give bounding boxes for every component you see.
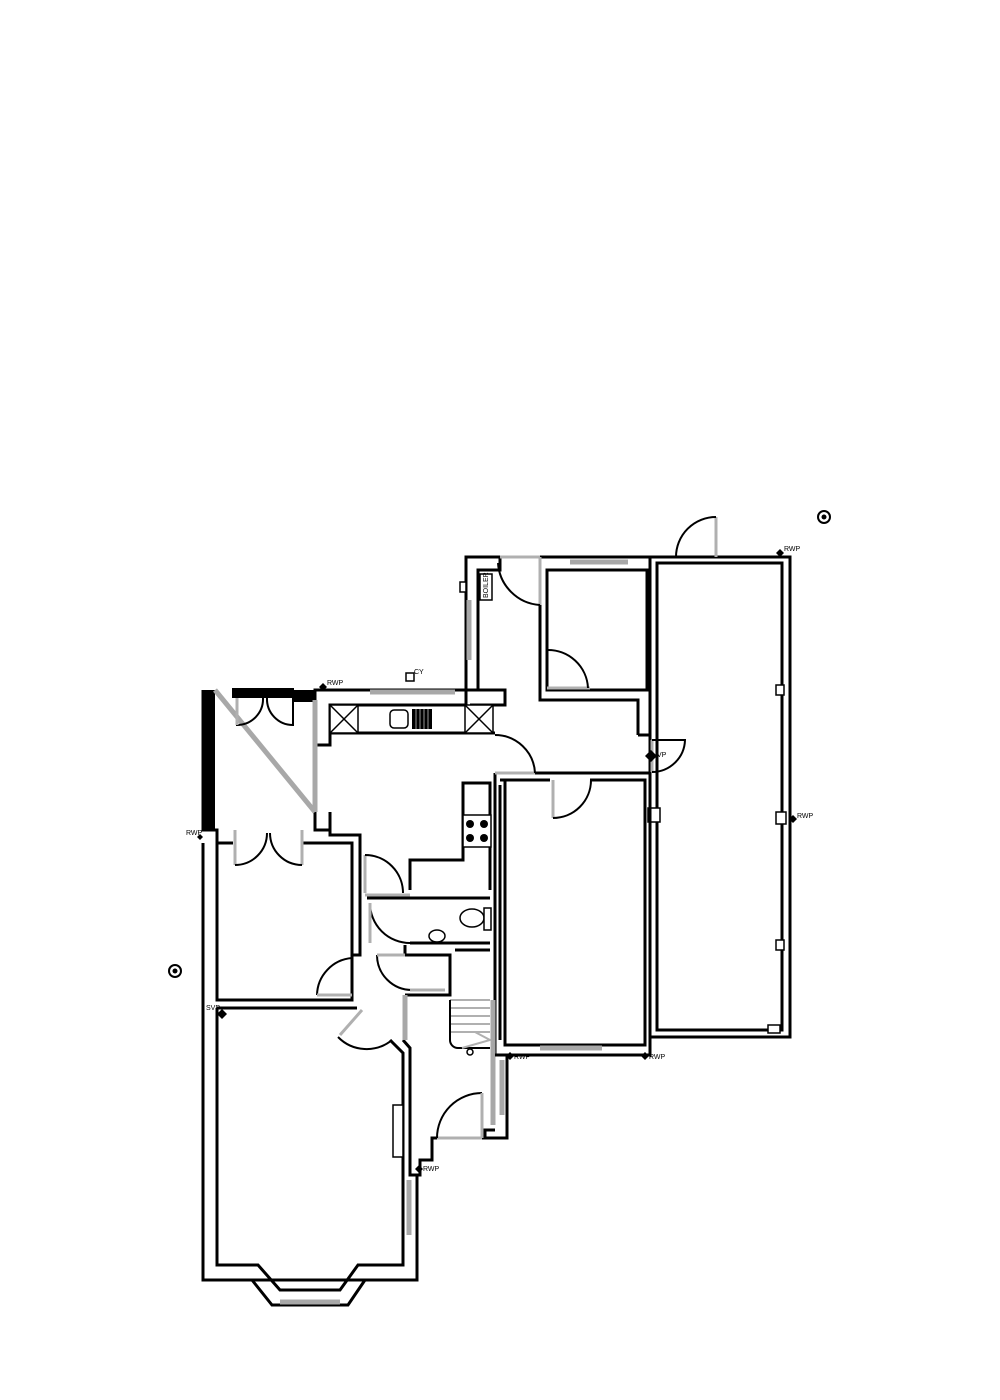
dining-room: [201, 841, 419, 1282]
svg-text:RWP: RWP: [797, 813, 814, 820]
rwp-top-right: RWP: [776, 546, 801, 557]
kitchen-units: [329, 704, 494, 734]
svg-text:RWP: RWP: [784, 546, 801, 553]
rwp-left: RWP: [186, 830, 203, 840]
svg-text:RWP: RWP: [514, 1054, 531, 1061]
lounge: [203, 1006, 412, 1307]
wc-door[interactable]: [368, 902, 411, 944]
basin: [428, 929, 446, 943]
toilet: [459, 907, 492, 931]
svg-text:VP: VP: [657, 752, 667, 759]
garage: [647, 555, 792, 1039]
middle-room-door[interactable]: [551, 779, 592, 819]
wc: [367, 896, 490, 997]
middle-room: [495, 773, 652, 1057]
ic-circle-icon: [168, 964, 182, 978]
svg-text:RWP: RWP: [649, 1054, 666, 1061]
store-door[interactable]: [546, 648, 590, 690]
rwp-right: RWP: [789, 813, 814, 823]
boiler: BOILER: [459, 572, 493, 601]
rwp-bottom-right: RWP: [641, 1052, 666, 1061]
rwp-lower: RWP: [415, 1165, 440, 1173]
dining-door[interactable]: [316, 957, 353, 997]
ic-circle-icon: [817, 510, 831, 524]
sunroom: [201, 688, 330, 845]
kitchen-utility-door[interactable]: [494, 733, 536, 775]
rwp-top-left: RWP: [319, 680, 344, 691]
hob: [462, 814, 492, 848]
kitchen-sink: [389, 709, 432, 729]
front-door[interactable]: [436, 1092, 484, 1140]
kitchen-hall-door[interactable]: [363, 854, 410, 897]
svg-text:CY: CY: [414, 669, 424, 676]
svp: SVP: [206, 1005, 227, 1019]
sunroom-french-doors[interactable]: [235, 697, 294, 727]
svg-text:RWP: RWP: [186, 830, 203, 837]
rear-door[interactable]: [497, 555, 542, 606]
garage-rear-door[interactable]: [675, 516, 718, 558]
cy-gully: CY: [405, 669, 424, 682]
chimney-breast: [392, 1104, 404, 1158]
rwp-bottom-mid: RWP: [506, 1052, 531, 1061]
vent-pipe: VP: [645, 750, 667, 762]
svg-text:RWP: RWP: [423, 1166, 440, 1173]
cupboard-door[interactable]: [376, 953, 445, 992]
boiler-label: BOILER: [483, 572, 490, 598]
svg-text:RWP: RWP: [327, 680, 344, 687]
lounge-door[interactable]: [337, 1009, 393, 1051]
dining-french-doors[interactable]: [233, 830, 304, 866]
stairs: [449, 999, 493, 1056]
svg-text:SVP: SVP: [206, 1005, 220, 1012]
